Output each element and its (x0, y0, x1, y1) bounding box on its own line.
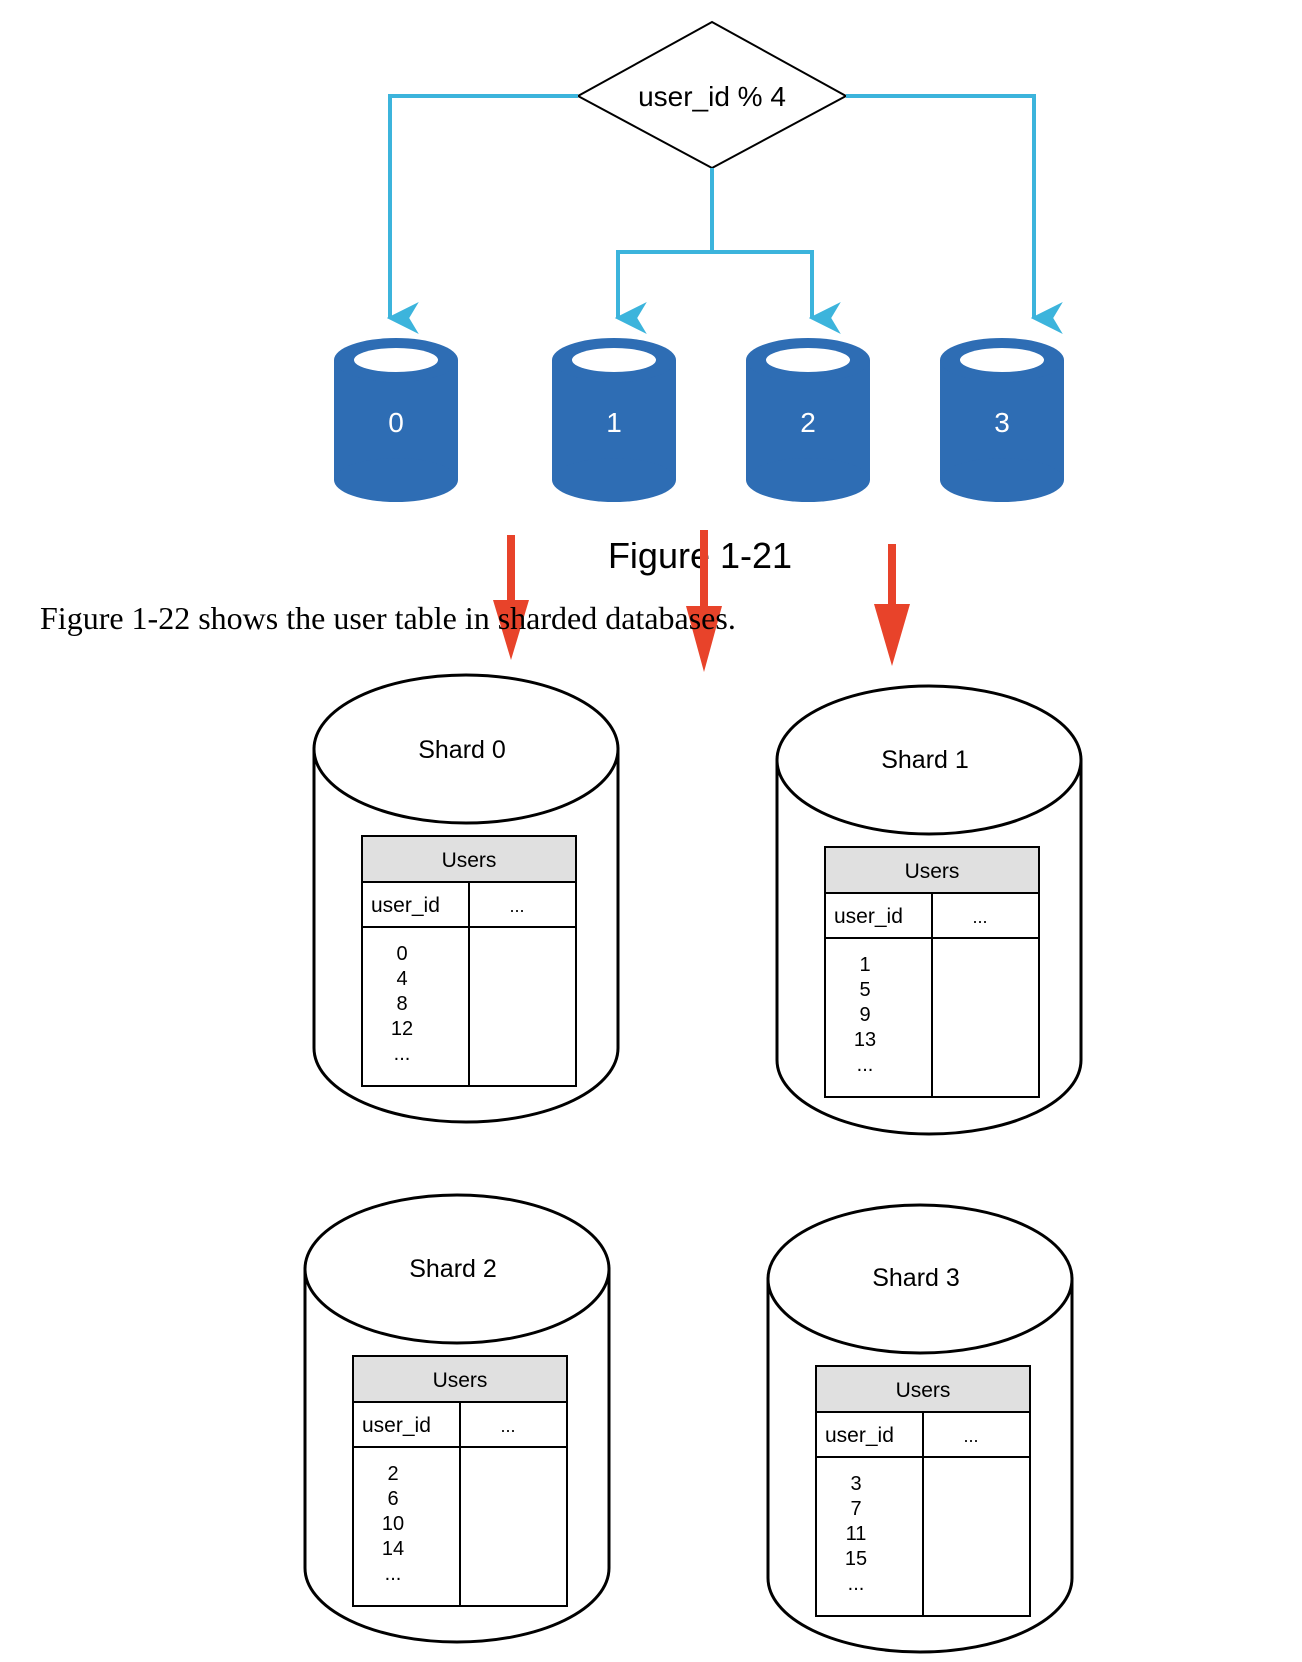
db-top-opening (354, 348, 438, 372)
user-id-cell: 1 (859, 954, 870, 976)
table-title: Users (433, 1369, 488, 1392)
shard-title: Shard 0 (418, 736, 506, 764)
decision-label: user_id % 4 (638, 81, 786, 112)
db-label: 3 (994, 407, 1010, 438)
user-id-cell: 15 (845, 1548, 867, 1570)
db-label: 2 (800, 407, 816, 438)
user-id-cell: ... (385, 1563, 402, 1585)
shard-top (775, 684, 1083, 836)
db-top-opening (572, 348, 656, 372)
user-id-cell: ... (857, 1054, 874, 1076)
user-id-cell: 14 (382, 1538, 404, 1560)
modulo-decision: user_id % 4 (575, 20, 849, 170)
column-header-user-id: user_id (834, 905, 903, 928)
user-id-cell: 11 (846, 1523, 867, 1545)
user-id-cell: 12 (391, 1018, 413, 1040)
user-id-cell: 4 (396, 968, 407, 990)
shard-title: Shard 3 (872, 1264, 960, 1292)
user-id-cell: ... (394, 1043, 411, 1065)
flow-to-db-3 (846, 94, 1063, 334)
table-title: Users (896, 1379, 951, 1402)
user-id-cell: 0 (396, 943, 407, 965)
table-header (824, 846, 1040, 894)
shard-top (312, 673, 620, 825)
db-cylinder-2: 2 (746, 338, 870, 502)
db-top-opening (766, 348, 850, 372)
shard-top (766, 1203, 1074, 1355)
user-id-cell: 5 (859, 979, 870, 1001)
db-top-opening (960, 348, 1044, 372)
flow-to-db-2 (712, 250, 841, 334)
annotation-arrows (493, 530, 910, 672)
column-header-more: ... (500, 1416, 515, 1436)
user-id-cell: 7 (850, 1498, 861, 1520)
user-id-cell: 6 (387, 1488, 398, 1510)
red-arrow-middle (686, 530, 722, 672)
red-arrow-right (874, 544, 910, 666)
body-paragraph: Figure 1-22 shows the user table in shar… (40, 600, 736, 636)
table-header (361, 835, 577, 883)
user-id-cell: 8 (396, 993, 407, 1015)
user-id-cell: 3 (850, 1473, 861, 1495)
table-title: Users (442, 849, 497, 872)
column-header-user-id: user_id (371, 894, 440, 917)
db-cylinder-0: 0 (334, 338, 458, 502)
red-arrow-left (493, 535, 529, 660)
flow-lines (386, 94, 1063, 334)
flow-to-db-1 (614, 250, 712, 334)
db-cylinder-3: 3 (940, 338, 1064, 502)
shard-title: Shard 2 (409, 1255, 497, 1283)
flow-to-db-0 (386, 94, 578, 334)
user-id-cell: 2 (387, 1463, 398, 1485)
column-header-more: ... (972, 907, 987, 927)
user-id-cell: 10 (382, 1513, 404, 1535)
shard-top (303, 1193, 611, 1345)
column-header-more: ... (509, 896, 524, 916)
user-id-cell: ... (848, 1573, 865, 1595)
column-header-user-id: user_id (362, 1414, 431, 1437)
db-cylinder-1: 1 (552, 338, 676, 502)
database-cylinders: 0 1 2 3 (334, 338, 1064, 502)
user-id-cell: 9 (859, 1004, 870, 1026)
table-title: Users (905, 860, 960, 883)
column-header-user-id: user_id (825, 1424, 894, 1447)
column-header-more: ... (963, 1426, 978, 1446)
user-id-cell: 13 (854, 1029, 876, 1051)
shard-title: Shard 1 (881, 746, 969, 774)
db-label: 0 (388, 407, 404, 438)
db-label: 1 (606, 407, 622, 438)
